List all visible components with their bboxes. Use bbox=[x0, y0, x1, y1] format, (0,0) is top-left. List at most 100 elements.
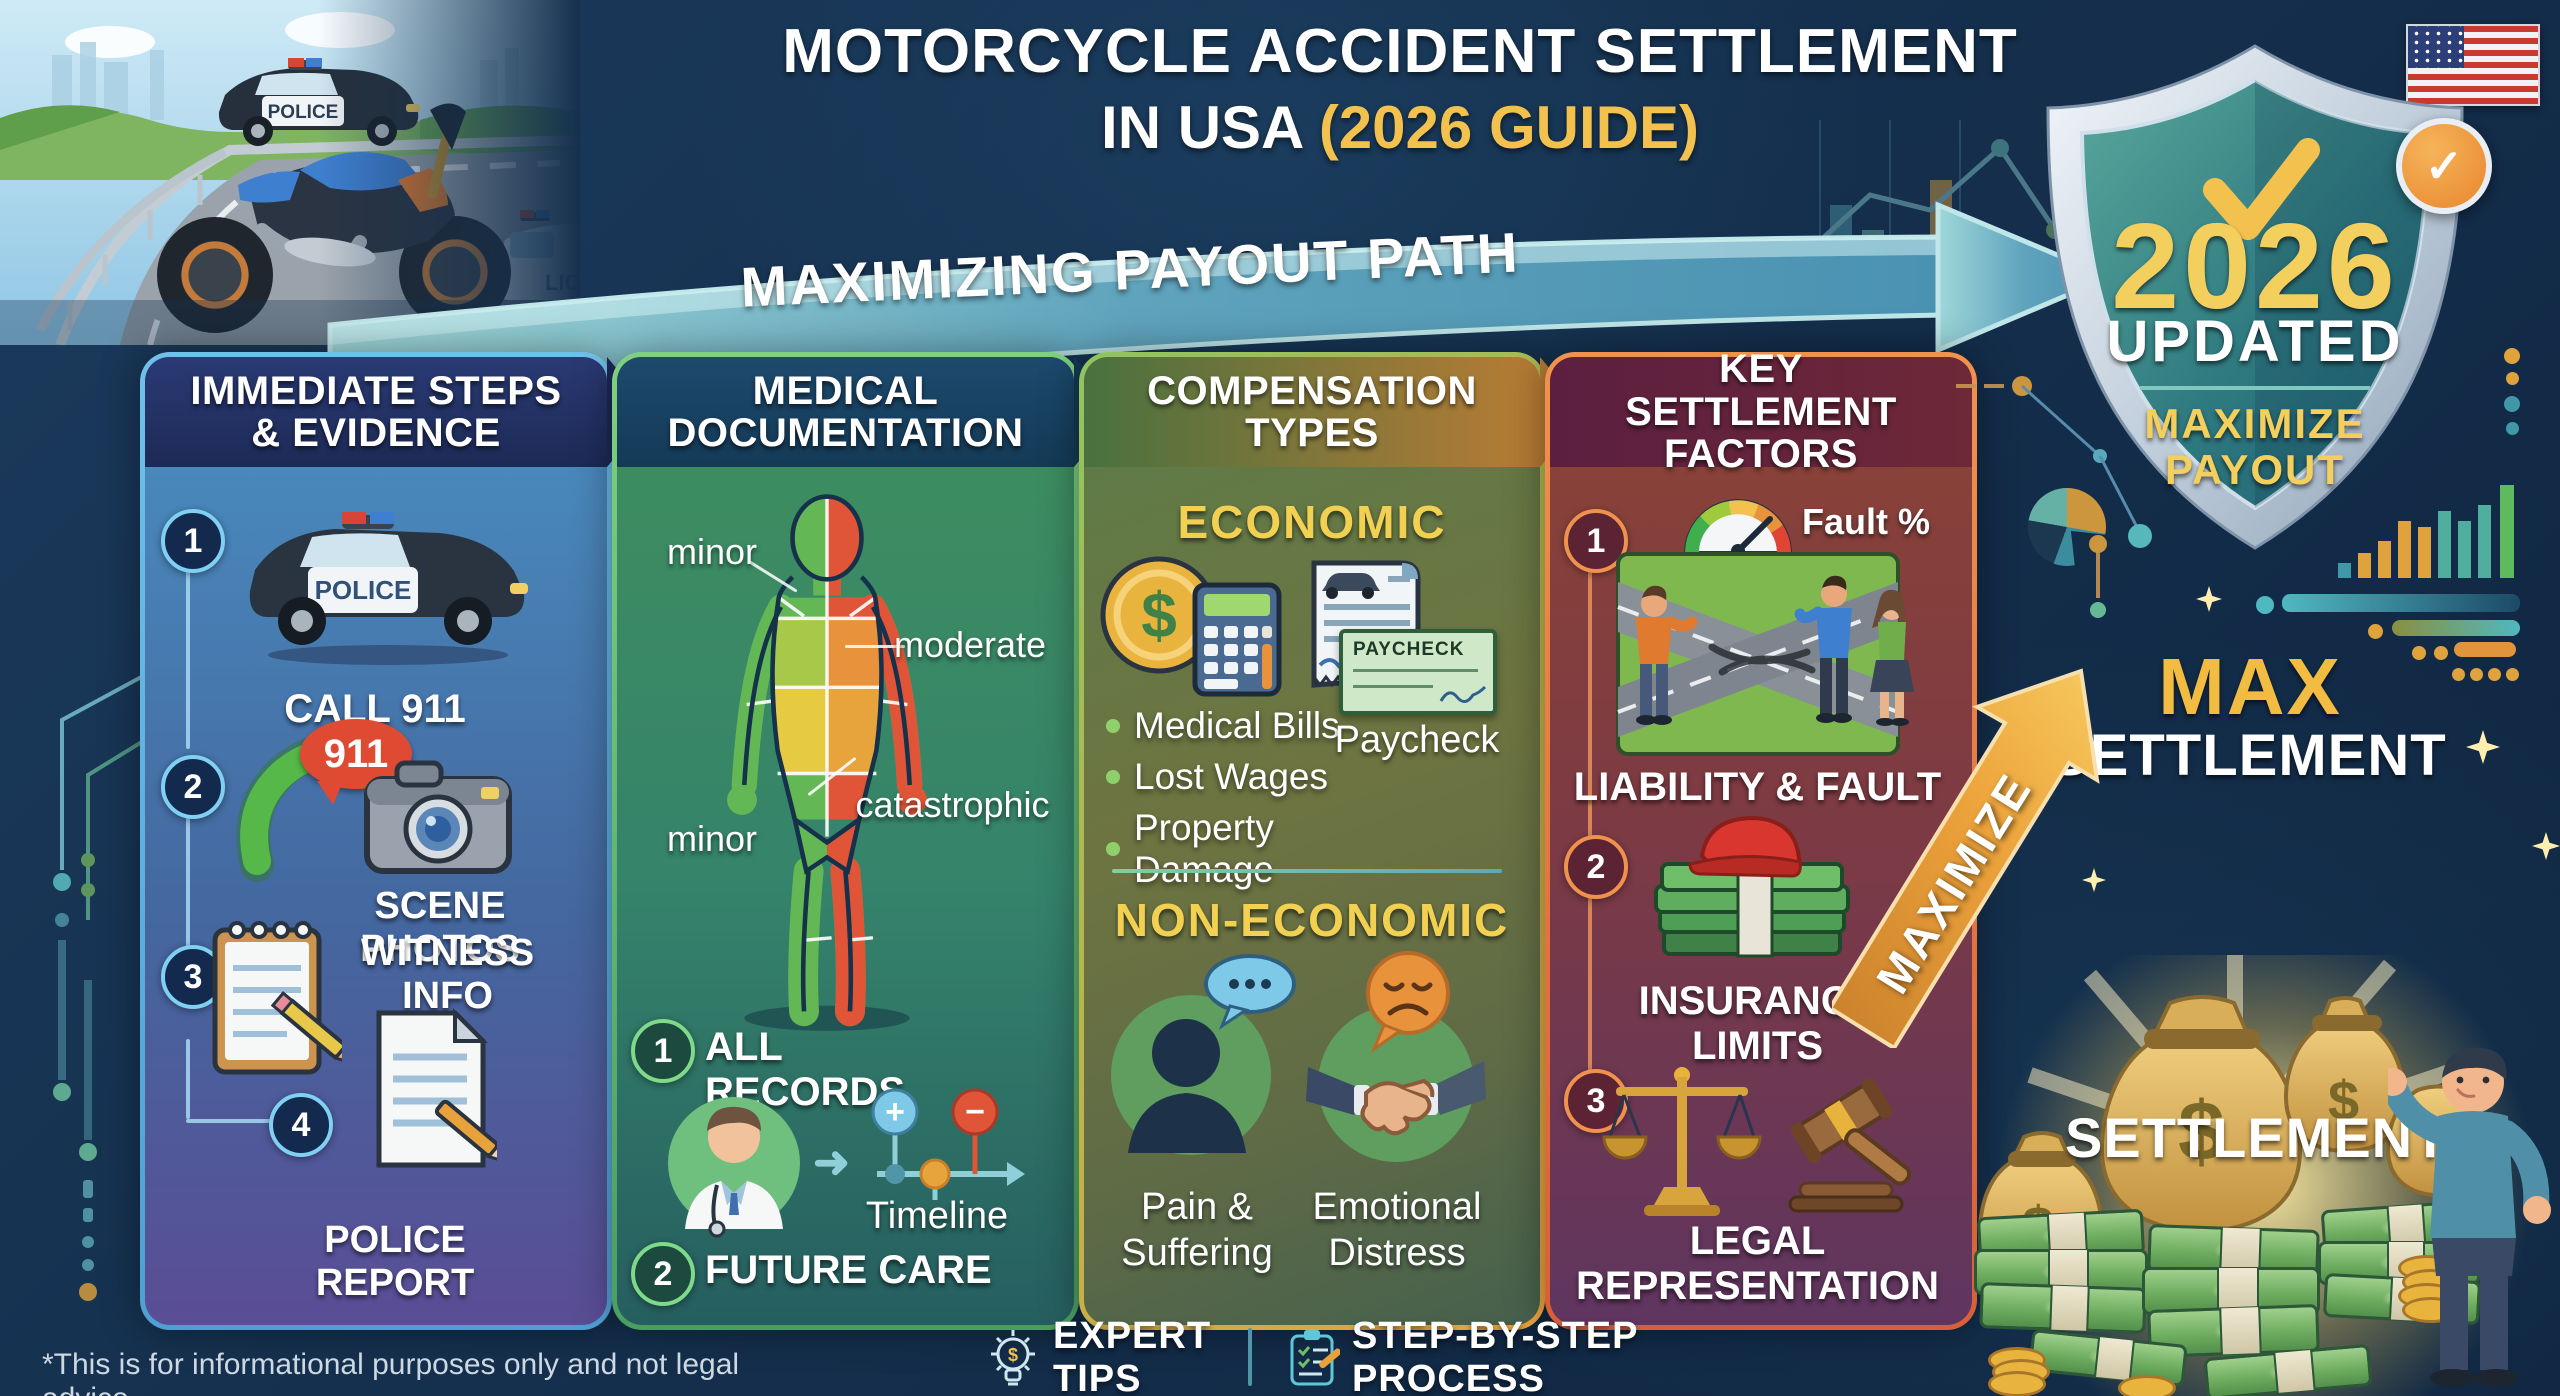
man-character-icon bbox=[2379, 1038, 2560, 1396]
subtitle-prefix: IN USA bbox=[1101, 94, 1303, 161]
bullet-icon bbox=[1106, 719, 1120, 733]
speech-bubble-icon bbox=[1202, 952, 1297, 1030]
dot-decoration bbox=[2434, 646, 2448, 660]
dot-decoration bbox=[2506, 668, 2519, 681]
economic-bullet-list: Medical Bills Lost Wages Property Damage bbox=[1106, 705, 1356, 891]
dot-decoration bbox=[2452, 668, 2465, 681]
shield-status: UPDATED bbox=[2106, 309, 2404, 374]
dot-decoration bbox=[2506, 372, 2519, 385]
dot-decoration bbox=[2504, 348, 2520, 364]
dot-decoration bbox=[2488, 668, 2501, 681]
bullet-icon bbox=[1106, 770, 1120, 784]
max-headline: MAX bbox=[2158, 642, 2342, 731]
fault-gauge-label: Fault % bbox=[1802, 501, 1931, 542]
pain-suffering-icon bbox=[1106, 975, 1276, 1170]
police-car-icon: POLICE bbox=[230, 475, 540, 670]
check-icon: ✓ bbox=[2424, 140, 2464, 192]
expert-tips-group: $ EXPERT TIPS bbox=[985, 1315, 1255, 1396]
economic-bullet-3: Property Damage bbox=[1134, 807, 1274, 890]
severity-minor-lower: minor bbox=[666, 818, 758, 859]
title-block: MOTORCYCLE ACCIDENT SETTLEMENT IN USA (2… bbox=[660, 16, 2140, 162]
economic-bullet-2: Lost Wages bbox=[1134, 756, 1328, 797]
step-2-label: SCENE PHOTOS bbox=[360, 885, 520, 970]
sad-emoji-bubble-icon bbox=[1356, 949, 1456, 1054]
handshake-icon bbox=[1306, 989, 1486, 1169]
column-medical-header: MEDICAL DOCUMENTATION bbox=[617, 357, 1074, 467]
column-immediate-header: IMMEDIATE STEPS & EVIDENCE bbox=[145, 357, 607, 467]
flag-canton bbox=[2408, 26, 2464, 68]
medical-step-2-number: 2 bbox=[631, 1242, 695, 1306]
page-subtitle: IN USA (2026 GUIDE) bbox=[660, 93, 2140, 162]
911-badge-text: 911 bbox=[323, 731, 389, 776]
step-1-number: 1 bbox=[161, 509, 225, 573]
timeline-label: Timeline bbox=[865, 1195, 1009, 1237]
expert-tips-label: EXPERT TIPS bbox=[1053, 1315, 1212, 1396]
medical-step-1-number: 1 bbox=[631, 1019, 695, 1083]
paycheck-caption: Paycheck bbox=[1334, 719, 1500, 761]
camera-icon bbox=[363, 757, 513, 877]
severity-catastrophic: catastrophic bbox=[855, 784, 1050, 825]
economic-bullet-1: Medical Bills bbox=[1134, 705, 1340, 746]
verified-check-badge: ✓ bbox=[2396, 118, 2492, 214]
circuit-decoration-left bbox=[0, 620, 150, 1360]
scales-icon bbox=[1602, 1065, 1762, 1220]
person-blue-icon bbox=[1794, 575, 1852, 723]
footer-divider bbox=[1248, 1328, 1252, 1386]
svg-text:$: $ bbox=[1008, 1345, 1018, 1365]
step-4-label: POLICE REPORT bbox=[315, 1219, 475, 1304]
highway-scene: POLICE LICE bbox=[0, 0, 595, 347]
severity-moderate: moderate bbox=[893, 624, 1047, 665]
bubble-tail bbox=[317, 781, 343, 805]
us-flag-icon bbox=[2406, 24, 2540, 106]
column-key-factors-header: KEY SETTLEMENT FACTORS bbox=[1550, 348, 1972, 475]
money-caption: SETTLEMENT bbox=[2065, 1106, 2449, 1169]
arrow-right-icon: ➜ bbox=[813, 1138, 850, 1187]
sparkle-icon bbox=[2532, 832, 2560, 860]
step-4-number: 4 bbox=[269, 1093, 333, 1157]
constellation-decoration bbox=[1950, 368, 2170, 638]
progress-bar-decoration bbox=[2282, 594, 2520, 612]
person-orange-icon bbox=[1636, 585, 1698, 725]
medical-step-2-label: FUTURE CARE bbox=[705, 1248, 992, 1292]
step-2-number: 2 bbox=[161, 755, 225, 819]
sparkle-icon bbox=[2196, 586, 2222, 612]
shield-year: 2026 bbox=[2111, 198, 2399, 334]
bag-dollar: $ bbox=[2178, 1084, 2225, 1178]
progress-bar-decoration bbox=[2392, 620, 2520, 636]
column-compensation: COMPENSATION TYPES ECONOMIC $ bbox=[1079, 352, 1586, 1330]
progress-bar-decoration bbox=[2454, 642, 2516, 657]
bag-dollar: $ bbox=[2328, 1069, 2359, 1132]
column-compensation-header: COMPENSATION TYPES bbox=[1084, 357, 1540, 467]
process-label: STEP-BY-STEP PROCESS bbox=[1352, 1315, 1638, 1396]
column-medical: MEDICAL DOCUMENTATION bbox=[612, 352, 1120, 1330]
paycheck-icon: PAYCHECK bbox=[1339, 629, 1497, 715]
injury-severity-figure bbox=[712, 492, 942, 1032]
footer-disclaimer: *This is for informational purposes only… bbox=[42, 1348, 740, 1396]
dot-decoration bbox=[2368, 624, 2383, 639]
page-title: MOTORCYCLE ACCIDENT SETTLEMENT bbox=[782, 17, 2018, 86]
police-car-door-label: POLICE bbox=[315, 575, 412, 605]
doctor-icon bbox=[659, 1085, 809, 1245]
factor-3-label: LEGAL REPRESENTATION bbox=[1576, 1219, 1939, 1308]
plus-icon: + bbox=[885, 1092, 905, 1131]
pain-suffering-label: Pain & Suffering bbox=[1121, 1186, 1273, 1274]
dot-decoration bbox=[2470, 668, 2483, 681]
maximize-arrow: MAXIMIZE bbox=[1827, 638, 2122, 1051]
intersection-illustration bbox=[1582, 552, 1934, 757]
sparkle-icon bbox=[2466, 730, 2500, 764]
witness-notepad-icon bbox=[207, 912, 358, 1082]
minus-icon: − bbox=[965, 1092, 985, 1131]
subtitle-highlight: (2026 GUIDE) bbox=[1318, 94, 1699, 161]
dot-decoration bbox=[2256, 596, 2274, 614]
bar-chart-decoration bbox=[2338, 483, 2523, 578]
step-3-label: WITNESS INFO bbox=[360, 932, 535, 1017]
coin-dollar-sign: $ bbox=[1141, 579, 1177, 651]
non-economic-heading: NON-ECONOMIC bbox=[1114, 894, 1510, 946]
shield-tagline-1: MAXIMIZE bbox=[2144, 400, 2366, 447]
severity-minor-upper: minor bbox=[666, 531, 758, 572]
process-group: STEP-BY-STEP PROCESS bbox=[1288, 1315, 1748, 1396]
person-green-icon bbox=[1870, 589, 1914, 726]
dot-decoration bbox=[2412, 646, 2426, 660]
fault-gauge-icon bbox=[1678, 485, 1798, 560]
